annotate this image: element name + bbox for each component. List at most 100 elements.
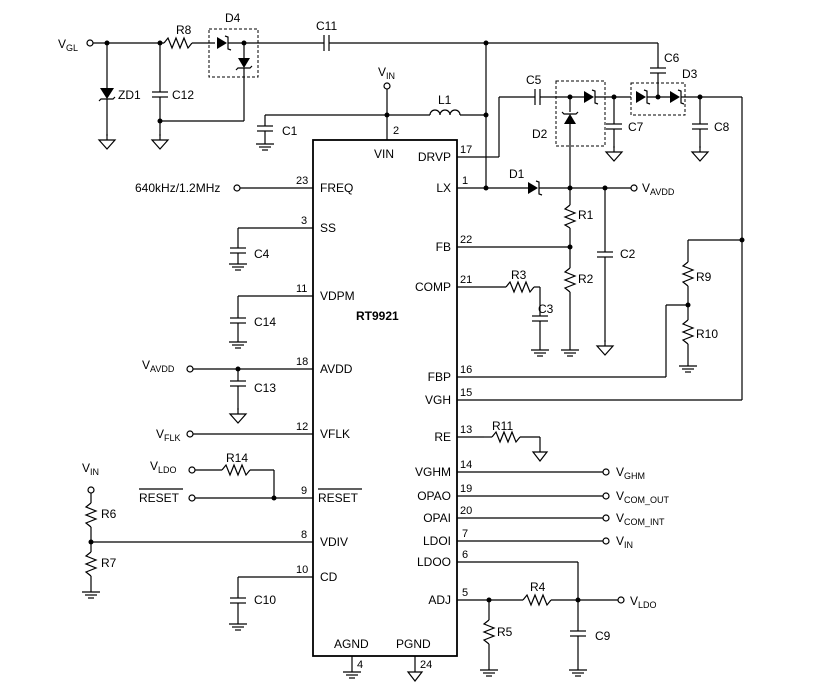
pin-num-vin: 2 [393,125,399,137]
label-r3: R3 [511,268,527,282]
pin-name-opao: OPAO [417,489,451,503]
net-vcom-int: VCOM_INT [616,511,665,527]
d4-package [208,28,259,78]
d1-diode [528,182,538,194]
r6-resistor [84,502,98,528]
r3-resistor [505,280,535,294]
net-vldo-left: VLDO [150,459,177,475]
label-l1: L1 [438,93,452,107]
pin-name-vdiv: VDIV [320,535,348,549]
d2-package [555,80,606,147]
d3-diode-b [670,91,680,103]
pin-name-agnd: AGND [334,637,369,651]
label-r14: R14 [226,451,248,465]
pin-num-ss: 3 [301,215,307,227]
pin-num-avdd: 18 [296,356,308,368]
label-d1: D1 [509,167,525,181]
label-c6: C6 [664,51,680,65]
net-vcom-out: VCOM_OUT [616,489,670,505]
pin-num-reset: 9 [301,485,307,497]
net-vin-right: VIN [616,534,633,550]
ic-body [312,139,458,657]
d2-diode-a [584,91,594,103]
pin-num-comp: 21 [460,274,472,286]
pin-name-adj: ADJ [428,593,451,607]
d4-diode-a [217,37,227,49]
vin-left-terminal [87,486,95,494]
net-freq: 640kHz/1.2MHz [135,181,220,195]
pin-name-ss: SS [320,221,336,235]
l1-inductor [429,109,461,116]
pin-name-opai: OPAI [423,511,451,525]
label-r11: R11 [492,419,513,433]
pin-name-fbp: FBP [428,370,451,384]
net-reset: RESET [139,491,180,505]
label-c14: C14 [254,315,276,329]
vavdd-right-terminal [630,184,638,192]
label-c2: C2 [620,247,636,261]
label-c12: C12 [172,88,194,102]
pin-name-vghm: VGHM [415,465,451,479]
d3-package [630,82,686,116]
label-r4: R4 [530,580,546,594]
label-r7: R7 [101,556,117,570]
pin-name-vdpm: VDPM [320,289,355,303]
pin-name-drvp: DRVP [418,150,451,164]
label-c9: C9 [595,629,611,643]
label-c13: C13 [254,381,276,395]
pin-num-vflk: 12 [296,421,308,433]
pin-name-re: RE [434,430,451,444]
pin-name-fb: FB [436,240,451,254]
label-zd1: ZD1 [118,88,141,102]
vcom-out-terminal [602,492,610,500]
label-r2: R2 [578,272,594,286]
pin-num-opai: 20 [460,505,472,517]
pin-num-lx: 1 [462,175,468,187]
r5-resistor [482,619,496,645]
label-d3: D3 [682,67,698,81]
pin-name-freq: FREQ [320,181,353,195]
vflk-terminal [186,430,194,438]
label-d2: D2 [532,127,548,141]
label-r10: R10 [696,327,718,341]
pin-name-cd: CD [320,570,338,584]
net-vin-left: VIN [82,461,99,477]
label-c7: C7 [628,120,644,134]
net-vavdd-left: VAVDD [142,358,175,374]
label-c5: C5 [526,73,542,87]
pin-num-fbp: 16 [460,364,472,376]
reset-terminal [188,494,196,502]
r11-resistor [491,430,521,444]
net-vldo-right: VLDO [630,594,657,610]
r4-resistor [522,593,552,607]
vcom-int-terminal [602,514,610,522]
d4-diode-b [238,58,250,68]
pin-num-vgh: 15 [460,387,472,399]
pin-num-vdpm: 11 [296,283,307,295]
net-vavdd-right: VAVDD [642,181,675,197]
net-vflk: VFLK [156,427,181,443]
label-c8: C8 [714,120,730,134]
label-c1: C1 [282,124,298,138]
pin-name-vin: VIN [374,147,394,161]
label-c10: C10 [254,593,276,607]
label-d4: D4 [225,11,241,25]
pin-name-comp: COMP [415,280,451,294]
pin-num-fb: 22 [460,234,472,246]
r7-resistor [84,551,98,577]
d3-diode-a [636,91,646,103]
pin-name-reset: RESET [318,491,359,505]
pin-num-ldoo: 6 [462,549,468,561]
r14-resistor [221,463,251,477]
pin-num-cd: 10 [296,564,308,576]
label-r1: R1 [578,208,594,222]
label-c4: C4 [254,247,270,261]
pin-name-lx: LX [436,181,451,195]
d2-diode-b [564,114,576,124]
pin-num-pgnd: 24 [420,659,432,671]
pin-num-adj: 5 [462,587,468,599]
vgl-terminal [86,39,94,47]
vghm-terminal [602,468,610,476]
pin-name-vgh: VGH [425,393,451,407]
ic-name: RT9921 [356,309,399,323]
